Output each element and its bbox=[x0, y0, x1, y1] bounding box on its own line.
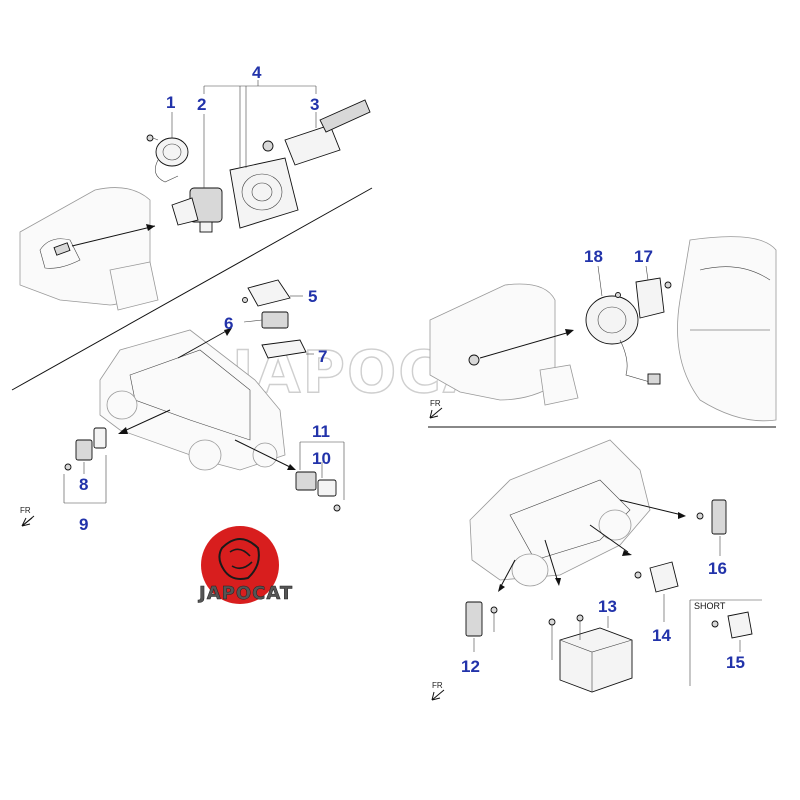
combination-switch-body bbox=[229, 140, 299, 229]
callout-8: 8 bbox=[79, 475, 88, 494]
arrows-bottom-right bbox=[498, 499, 686, 592]
callout-12: 12 bbox=[461, 657, 480, 676]
callout-16: 16 bbox=[708, 559, 727, 578]
callout-9: 9 bbox=[79, 515, 88, 534]
callout-14: 14 bbox=[652, 626, 671, 645]
callout-leaders-top-right bbox=[597, 265, 649, 297]
callout-18: 18 bbox=[584, 247, 603, 266]
fr-arrow-left bbox=[21, 515, 35, 527]
fr-label-left: FR bbox=[20, 506, 31, 515]
callout-17: 17 bbox=[634, 247, 653, 266]
fr-arrow-right-top bbox=[429, 407, 443, 419]
divider-left bbox=[11, 187, 373, 391]
sensor-plate-7 bbox=[261, 339, 314, 359]
steering-sensor-17 bbox=[615, 277, 672, 319]
fr-label-right-bottom: FR bbox=[432, 681, 443, 690]
callout-5: 5 bbox=[308, 287, 317, 306]
sensor-10-11-parts bbox=[295, 441, 345, 512]
wiper-switch-part bbox=[284, 99, 371, 166]
dashboard-outline-left bbox=[19, 187, 159, 311]
dashboard-outline-right bbox=[429, 283, 579, 406]
callout-15: 15 bbox=[726, 653, 745, 672]
switch-location-marker bbox=[53, 224, 156, 256]
callout-11: 11 bbox=[312, 422, 330, 441]
sensor-8-9-parts bbox=[63, 427, 107, 504]
logo-text: JAPOCAT bbox=[197, 583, 293, 604]
spiral-cable-part bbox=[146, 134, 189, 183]
lighting-switch-part bbox=[171, 187, 223, 233]
callout-7: 7 bbox=[318, 347, 327, 366]
callout-10: 10 bbox=[312, 449, 331, 468]
front-sensor-14 bbox=[634, 561, 679, 622]
callout-4: 4 bbox=[252, 63, 262, 82]
arrow-to-parts-5-7 bbox=[177, 328, 232, 359]
callout-3: 3 bbox=[310, 95, 319, 114]
fr-arrow-right-bottom bbox=[431, 689, 445, 701]
short-variant-box bbox=[689, 599, 762, 686]
callout-6: 6 bbox=[224, 314, 233, 333]
front-sensor-12 bbox=[465, 601, 498, 652]
callout-1: 1 bbox=[166, 93, 175, 112]
callout-leaders-top-left bbox=[171, 80, 317, 188]
arrow-to-parts-8-9 bbox=[118, 409, 171, 434]
short-label: SHORT bbox=[694, 601, 726, 611]
sensor-bracket-6 bbox=[243, 311, 289, 329]
callout-13: 13 bbox=[598, 597, 617, 616]
airbag-control-unit-13 bbox=[548, 614, 633, 693]
callout-2: 2 bbox=[197, 95, 206, 114]
japocat-logo: JAPOCAT bbox=[197, 526, 293, 604]
arrow-to-parts-10-11 bbox=[234, 439, 296, 470]
fr-label-right-top: FR bbox=[430, 399, 441, 408]
roof-sensor-part bbox=[242, 279, 303, 307]
steering-wheel-outline bbox=[677, 236, 777, 422]
arrow-to-spiral-cable bbox=[479, 329, 574, 359]
clock-spring-18 bbox=[585, 295, 661, 385]
side-impact-sensor-16 bbox=[696, 499, 727, 556]
vehicle-outline-right bbox=[469, 439, 651, 587]
